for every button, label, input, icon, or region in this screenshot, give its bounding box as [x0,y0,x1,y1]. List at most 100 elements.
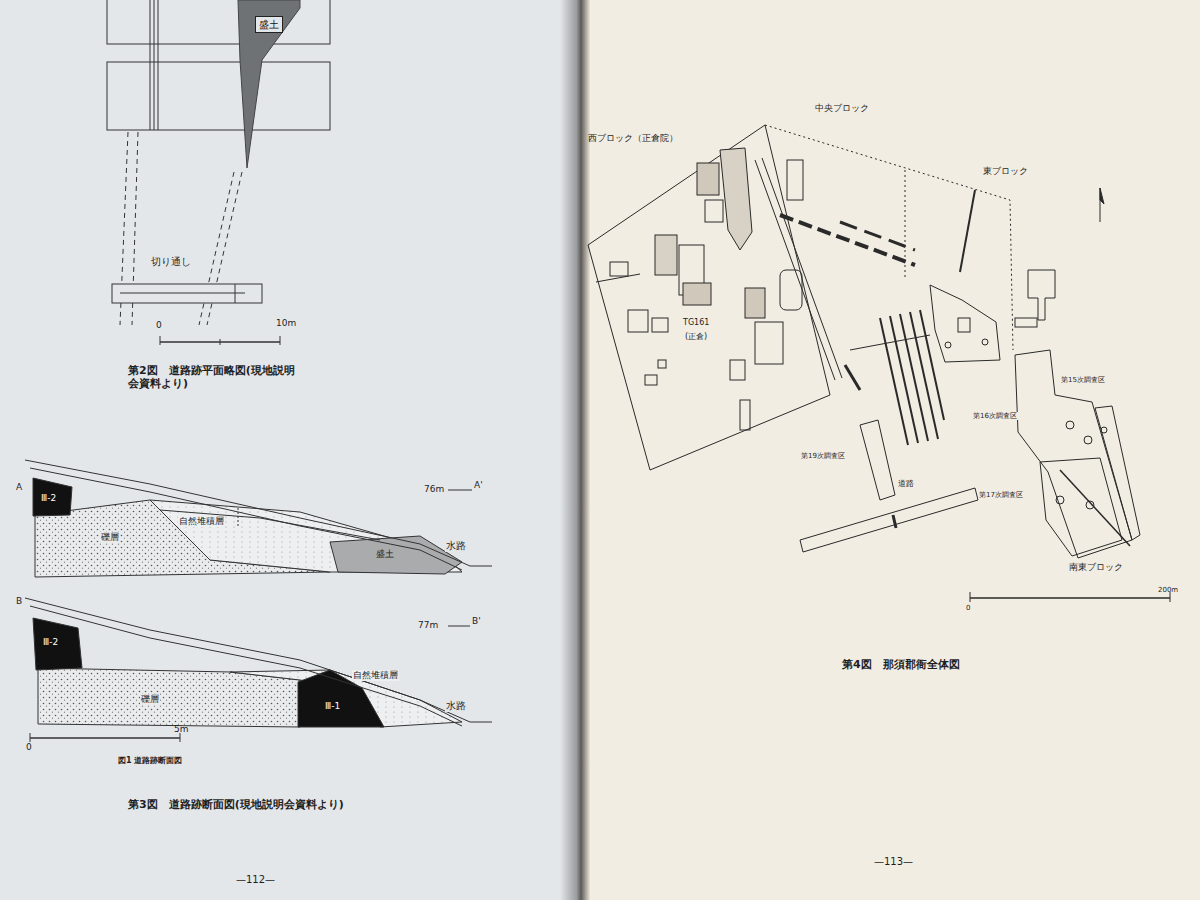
survey-area [1095,406,1140,540]
node-text: Ⅲ-2 [41,494,59,504]
central-block-outline [765,125,1013,350]
cut-line [120,293,245,294]
building [780,270,802,310]
building [705,200,723,222]
figure-label: TG161 [682,318,710,328]
road-trace [840,222,915,250]
axis-mark [238,508,239,528]
ditch-band [920,310,944,420]
figure-label: 切り通し [150,256,192,268]
pit [945,342,951,348]
building [652,318,668,332]
figure-label: 0 [156,320,162,331]
black-layer [33,478,72,516]
figure-label: 礫層 [140,694,160,705]
road-plan [107,0,330,345]
figure-label: 76m [424,484,444,495]
scale-tick [160,336,161,345]
figure-label: 水路 [445,540,467,552]
layer-label: Ⅲ-2 [40,636,64,652]
east-block [930,285,1000,362]
trench [860,420,895,500]
plan-line [154,0,155,130]
trench [1015,318,1037,327]
figure-label: 西ブロック（正倉院） [588,133,678,144]
figure-label: 第19次調査区 [800,452,846,460]
figure-label: —113— [874,856,913,868]
layer-label: Ⅲ-2 [38,492,62,508]
node-text: Ⅲ-1 [325,702,343,712]
building [628,310,648,332]
scale-tick [180,733,181,742]
figure-label: 自然堆積層 [178,516,225,527]
figure-label: B [16,596,22,607]
block-divide [905,170,906,280]
ground-line [30,468,462,570]
figure-label: 礫層 [100,532,120,543]
strata-line [160,510,380,540]
ditch-line [960,190,975,272]
plan-line [158,0,159,130]
fence-line [596,274,640,282]
fill-wedge [238,0,300,168]
road-trench [800,488,978,552]
building [787,160,803,200]
site-plan [588,125,1170,602]
figure-label: 南東ブロック [1068,562,1124,573]
building [740,400,750,430]
west-block-outline [588,125,830,470]
scale-tick [280,336,281,345]
scale-tick [220,339,221,345]
plan-line [150,0,151,130]
black-layer [33,618,82,670]
scale-bar [970,597,1170,599]
figure-label: A [16,482,22,493]
figure-label: 水路 [445,700,467,712]
survey-area [1015,350,1132,558]
fill-layer [330,536,462,574]
figure-caption: 第4図 那須郡衙全体図 [842,658,960,671]
building [655,235,677,275]
layer-label: Ⅲ-1 [322,700,346,716]
building [683,283,711,305]
building [610,262,628,276]
figure-label: 自然堆積層 [352,670,399,681]
scale-tick [30,733,31,742]
trench [1028,270,1055,320]
ditch-line [762,158,842,378]
node-text: 盛土 [259,19,279,30]
figure-label: —112— [236,874,275,886]
figure-label: 盛土 [375,549,395,560]
cut-line [235,284,236,303]
pit [1066,421,1074,429]
ditch-line [1060,470,1130,546]
road-trace [780,215,915,265]
scale-tick [970,592,971,602]
figure-label: 77m [418,620,438,631]
building [720,148,752,250]
right-page [590,0,1200,900]
scale-bar [30,737,180,739]
building [658,360,666,368]
section-a [25,460,492,577]
pit [1101,427,1107,433]
building [730,360,745,380]
level-mark [448,626,470,627]
figure-label: 図1 道路跡断面図 [118,756,182,766]
ditch-line [850,335,930,350]
pit [1086,501,1094,509]
survey-area [1040,458,1122,556]
cut-section [112,284,262,303]
building [645,375,657,385]
ditch-line [755,160,835,380]
node-text: Ⅲ-2 [43,638,61,648]
figure-label: 5m [174,724,189,735]
figure-label: 0 [966,604,970,612]
fill-box: 盛土 [255,16,283,33]
building [755,322,783,364]
figure-label: B' [472,616,481,627]
gutter [560,0,590,900]
building [745,288,765,318]
pit [982,339,988,345]
